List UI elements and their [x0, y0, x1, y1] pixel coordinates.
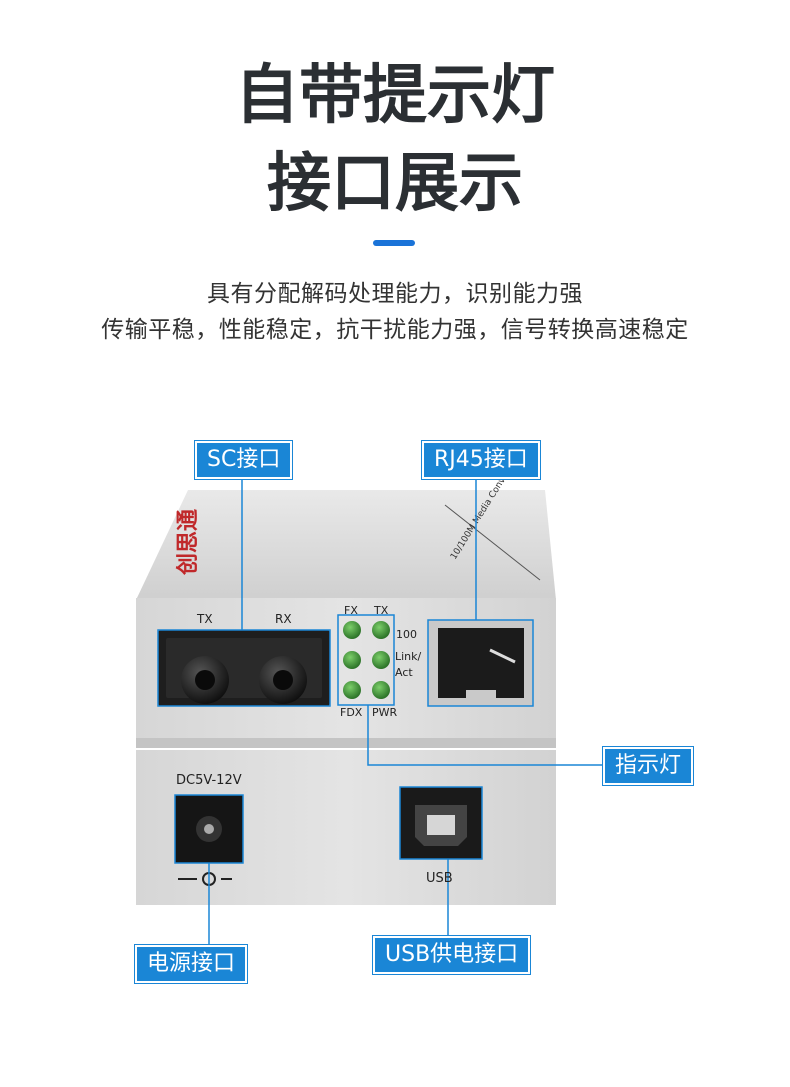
description-line-2: 传输平稳，性能稳定，抗干扰能力强，信号转换高速稳定 [101, 317, 689, 343]
led-fdx-label: FDX [340, 706, 363, 719]
led-link [372, 651, 390, 669]
led-fx-label: FX [344, 604, 358, 617]
led-pwr-label: PWR [372, 706, 398, 719]
callout-rj45-port: RJ45接口 [422, 441, 540, 479]
description-line-1: 具有分配解码处理能力，识别能力强 [207, 281, 583, 307]
callout-sc-port: SC接口 [195, 441, 293, 479]
led-100 [343, 651, 361, 669]
device-top-face [136, 490, 556, 600]
usb-label: USB [426, 871, 453, 886]
led-fdx [343, 681, 361, 699]
led-100-label: 100 [396, 628, 417, 641]
led-tx [372, 621, 390, 639]
led-act-label: Act [395, 666, 413, 679]
led-link-label: Link/ [395, 650, 422, 663]
accent-divider [373, 240, 415, 246]
tx-label: TX [197, 612, 213, 626]
title-line-2: 接口展示 [267, 147, 523, 221]
callout-usb-power-port: USB供电接口 [373, 936, 531, 974]
rx-label: RX [275, 612, 292, 626]
brand-logo: 创思通 [176, 509, 201, 576]
callout-indicator: 指示灯 [603, 747, 694, 785]
led-tx-label: TX [374, 604, 389, 617]
title-line-1: 自带提示灯 [235, 59, 555, 133]
led-pwr [372, 681, 390, 699]
callout-power-port: 电源接口 [135, 945, 248, 983]
led-fx [343, 621, 361, 639]
dc-voltage-label: DC5V-12V [176, 773, 242, 788]
